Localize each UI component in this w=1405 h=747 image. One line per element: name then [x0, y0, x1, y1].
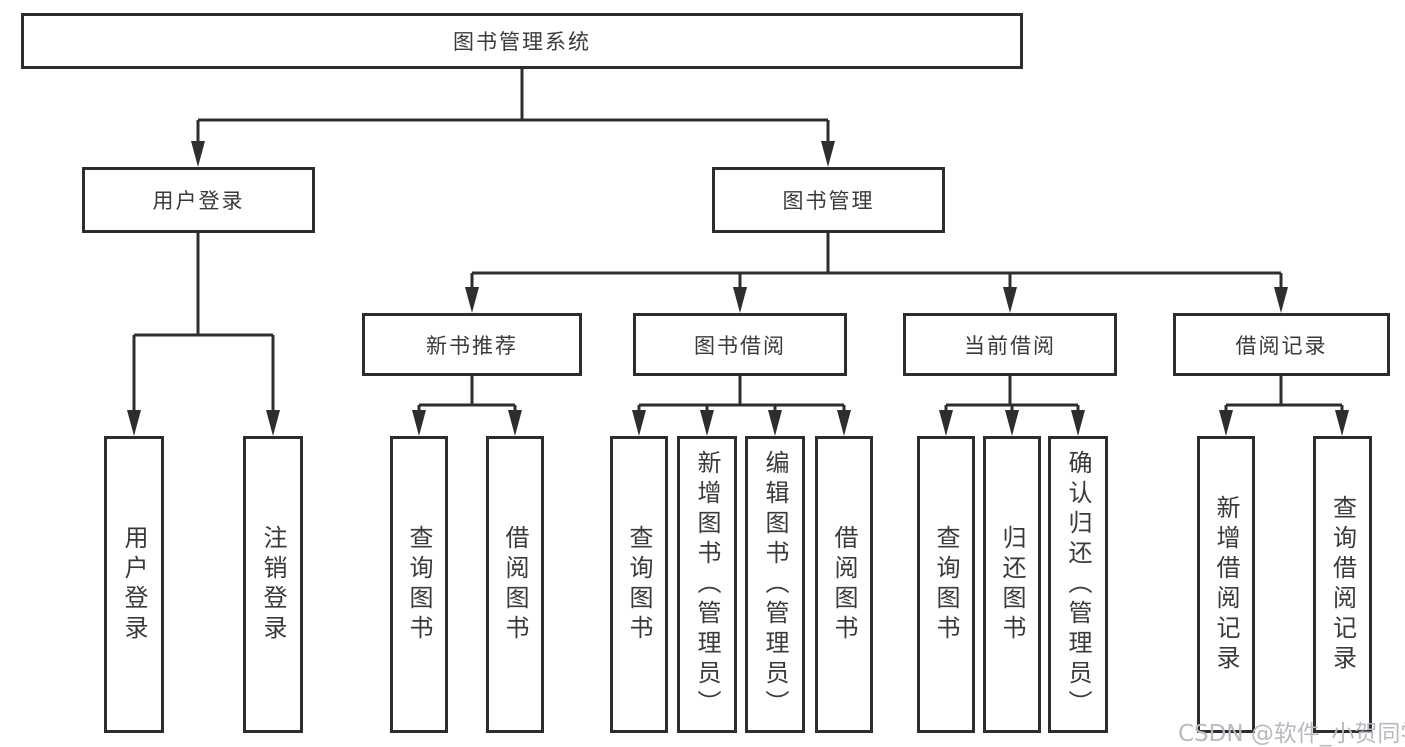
leaf-label: 确认归还（管理员）: [1064, 449, 1092, 720]
leaf-query-borrow-record: 查询借阅记录: [1313, 436, 1372, 733]
node-label: 图书借阅: [694, 333, 786, 358]
node-current-borrow: 当前借阅: [903, 313, 1117, 376]
node-label: 当前借阅: [964, 333, 1056, 358]
leaf-label: 注销登录: [259, 524, 287, 645]
leaf-edit-book-admin: 编辑图书（管理员）: [745, 436, 805, 733]
node-new-book-recommend: 新书推荐: [362, 313, 582, 376]
leaf-label: 新增借阅记录: [1212, 494, 1240, 675]
leaf-borrow-books: 借阅图书: [815, 436, 873, 733]
leaf-label: 归还图书: [998, 524, 1026, 645]
leaf-label: 查询借阅记录: [1328, 494, 1357, 675]
leaf-query-books-current: 查询图书: [917, 436, 975, 733]
leaf-label: 查询图书: [405, 524, 433, 645]
leaf-logout: 注销登录: [243, 436, 303, 733]
node-book-management-branch: 图书管理: [712, 167, 945, 233]
node-label: 新书推荐: [426, 333, 518, 358]
node-borrow-records: 借阅记录: [1173, 313, 1390, 376]
node-user-login-branch: 用户登录: [82, 167, 315, 233]
leaf-label: 用户登录: [120, 524, 148, 645]
node-label: 图书管理: [782, 189, 875, 213]
leaf-label: 借阅图书: [830, 524, 858, 645]
leaf-add-borrow-record: 新增借阅记录: [1197, 436, 1255, 733]
node-label: 用户登录: [152, 189, 245, 213]
leaf-label: 借阅图书: [501, 524, 529, 645]
leaf-query-books-recommend: 查询图书: [390, 436, 448, 733]
leaf-query-books-borrow: 查询图书: [610, 436, 668, 733]
leaf-return-book: 归还图书: [983, 436, 1041, 733]
node-label: 借阅记录: [1235, 333, 1328, 358]
node-book-borrow: 图书借阅: [633, 313, 847, 376]
leaf-borrow-books-recommend: 借阅图书: [486, 436, 544, 733]
arrowheads: [127, 141, 1349, 436]
leaf-add-book-admin: 新增图书（管理员）: [677, 436, 737, 733]
csdn-watermark: CSDN @软件_小贺同学: [1178, 721, 1405, 747]
leaf-user-login: 用户登录: [104, 436, 164, 733]
leaf-label: 编辑图书（管理员）: [761, 449, 789, 720]
node-root-system: 图书管理系统: [21, 13, 1023, 69]
leaf-label: 新增图书（管理员）: [693, 449, 721, 720]
node-label: 图书管理系统: [453, 30, 591, 54]
leaf-label: 查询图书: [625, 524, 653, 645]
leaf-confirm-return-admin: 确认归还（管理员）: [1048, 436, 1108, 733]
leaf-label: 查询图书: [932, 524, 960, 645]
